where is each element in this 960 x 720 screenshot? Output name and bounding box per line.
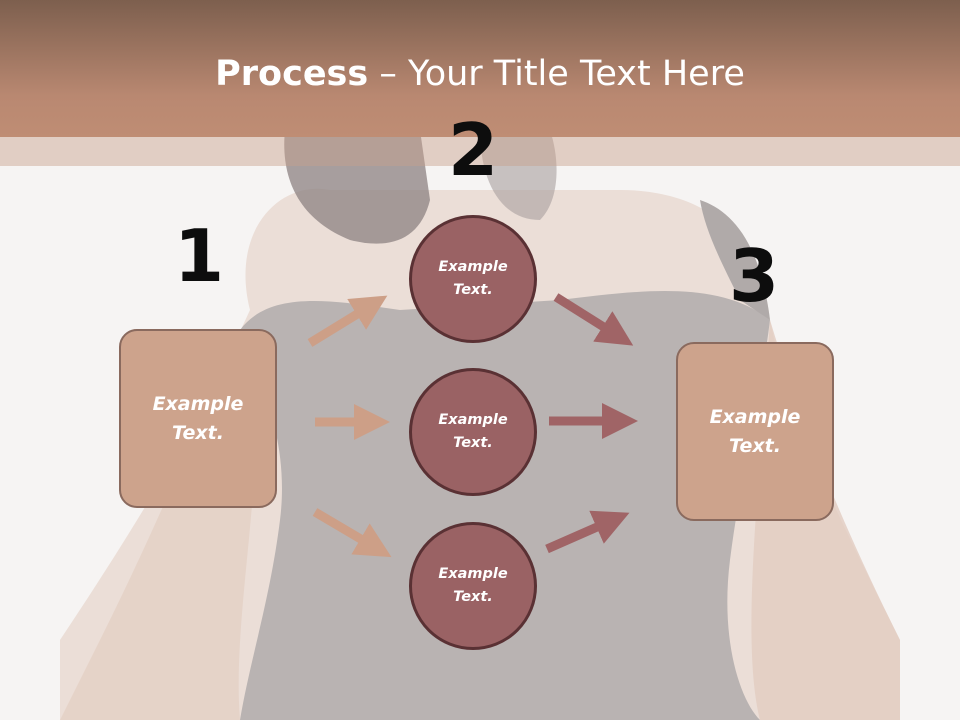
arrow-top-to-3 xyxy=(553,293,634,346)
arrow-1-to-bottom xyxy=(312,508,392,558)
process-circle-middle: Example Text. xyxy=(409,368,537,496)
step-number-3: 3 xyxy=(728,234,780,318)
process-circle-middle-label: Example Text. xyxy=(438,412,508,451)
process-circle-bottom-label: Example Text. xyxy=(438,566,508,605)
step-number-1: 1 xyxy=(173,214,225,298)
process-box-right: Example Text. xyxy=(676,342,834,521)
process-box-right-label: Example Text. xyxy=(709,405,801,457)
process-circle-top-label: Example Text. xyxy=(438,259,508,298)
title-strip xyxy=(0,137,960,166)
arrow-bottom-to-3 xyxy=(545,510,630,554)
title-bold: Process xyxy=(215,54,369,94)
process-box-left: Example Text. xyxy=(119,329,277,508)
title-rest: – Your Title Text Here xyxy=(368,54,745,94)
title-band xyxy=(0,0,960,137)
arrow-1-to-top xyxy=(307,295,388,347)
step-number-2: 2 xyxy=(447,108,499,192)
process-circle-bottom: Example Text. xyxy=(409,522,537,650)
process-box-left-label: Example Text. xyxy=(152,392,244,444)
process-circle-top: Example Text. xyxy=(409,215,537,343)
slide-title: Process – Your Title Text Here xyxy=(0,52,960,96)
